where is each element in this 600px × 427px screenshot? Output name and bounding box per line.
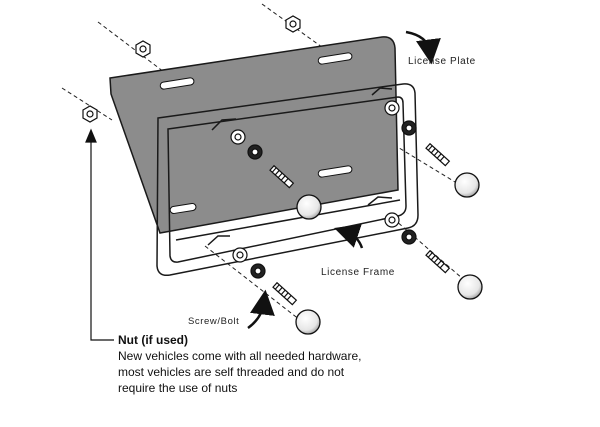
screws xyxy=(269,142,451,306)
license-frame xyxy=(156,83,419,277)
washers xyxy=(230,100,417,279)
license-plate xyxy=(109,36,399,234)
nut-hardware xyxy=(82,15,301,123)
nut-leader-line xyxy=(85,128,114,341)
license-plate-label: License Plate xyxy=(408,56,476,67)
screw-bolt-label: Screw/Bolt xyxy=(188,316,240,327)
license-frame-label: License Frame xyxy=(321,267,395,278)
nut-note: Nut (if used) New vehicles come with all… xyxy=(118,332,361,396)
nut-note-title: Nut (if used) xyxy=(118,333,188,347)
callout-arrows xyxy=(247,30,441,330)
screw-caps xyxy=(295,172,483,335)
nut-note-line: New vehicles come with all needed hardwa… xyxy=(118,349,362,363)
nut-note-line: require the use of nuts xyxy=(118,381,238,395)
nut-note-line: most vehicles are self threaded and do n… xyxy=(118,365,345,379)
